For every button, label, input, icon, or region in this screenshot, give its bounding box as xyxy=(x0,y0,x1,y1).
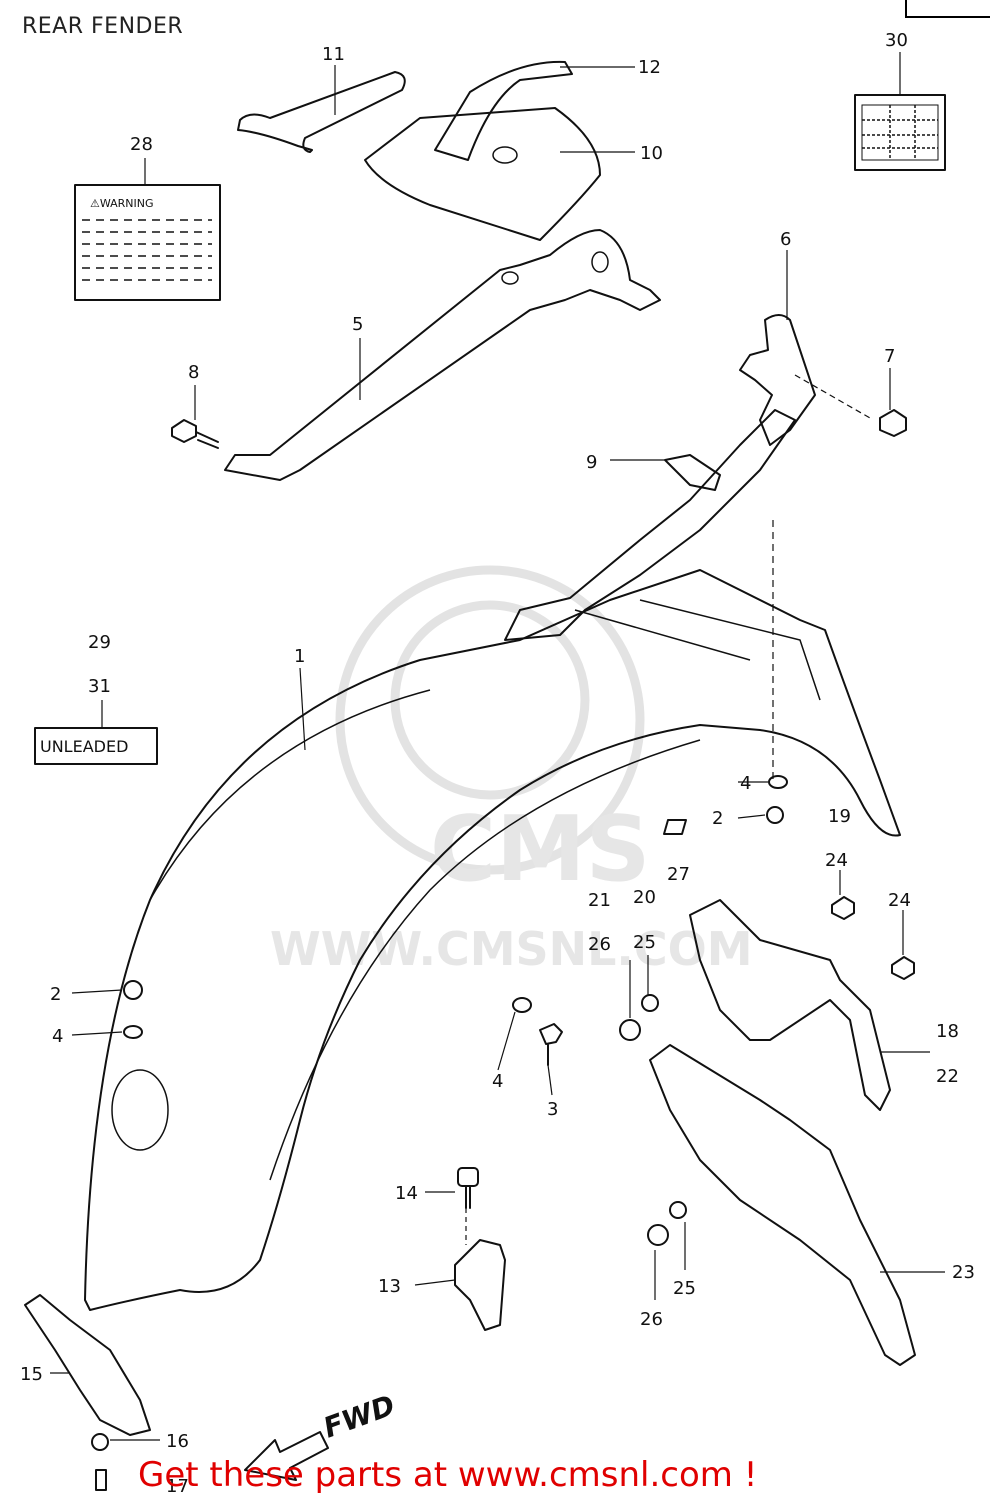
unleaded-label-text: UNLEADED xyxy=(40,737,128,756)
callout-17: 17 xyxy=(166,1476,189,1497)
part-23-chainguard xyxy=(649,1044,916,1366)
callout-20: 20 xyxy=(633,887,656,908)
callout-12: 12 xyxy=(638,57,661,78)
hardware-group xyxy=(91,775,915,1491)
callout-22: 22 xyxy=(936,1066,959,1087)
info-label-part xyxy=(854,94,946,171)
part-5-bracket xyxy=(224,229,661,481)
callout-21: 21 xyxy=(588,890,611,911)
part-14-bolt xyxy=(457,1167,479,1209)
callout-13: 13 xyxy=(378,1276,401,1297)
fwd-label: FWD xyxy=(319,1389,399,1445)
callout-15: 15 xyxy=(20,1364,43,1385)
callout-24-a: 24 xyxy=(825,850,848,871)
corner-frame xyxy=(905,0,990,18)
callout-3: 3 xyxy=(547,1099,558,1120)
callout-25-a: 25 xyxy=(633,932,656,953)
callout-26-a: 26 xyxy=(588,934,611,955)
callout-16: 16 xyxy=(166,1431,189,1452)
callout-24-b: 24 xyxy=(888,890,911,911)
callout-6: 6 xyxy=(780,229,791,250)
callout-4-mid: 4 xyxy=(492,1071,503,1092)
part-6-stay xyxy=(739,314,816,446)
callout-26-b: 26 xyxy=(640,1309,663,1330)
callout-9: 9 xyxy=(586,452,597,473)
callout-30: 30 xyxy=(885,30,908,51)
leader-lines xyxy=(50,52,945,1441)
part-1-rear-fender xyxy=(84,569,901,1311)
callouts: 11 12 10 28 30 5 6 7 8 9 29 31 1 2 4 4 3… xyxy=(20,30,975,1497)
callout-31: 31 xyxy=(88,676,111,697)
footer-banner: Get these parts at www.cmsnl.com ! xyxy=(138,1455,758,1495)
watermark: CMS WWW.CMSNL.COM xyxy=(270,565,753,976)
callout-14: 14 xyxy=(395,1183,418,1204)
part-9-rail xyxy=(504,409,796,641)
callout-8: 8 xyxy=(188,362,199,383)
callout-25-b: 25 xyxy=(673,1278,696,1299)
watermark-url: WWW.CMSNL.COM xyxy=(270,922,753,976)
callout-28: 28 xyxy=(130,134,153,155)
part-15-bracket xyxy=(24,1294,151,1436)
callout-7: 7 xyxy=(884,346,895,367)
callout-29: 29 xyxy=(88,632,111,653)
warning-label-part: ⚠WARNING xyxy=(74,184,221,301)
callout-4-left: 4 xyxy=(52,1026,63,1047)
part-12-strap xyxy=(434,60,573,161)
page-title: REAR FENDER xyxy=(22,14,184,39)
callout-19: 19 xyxy=(828,806,851,827)
watermark-logo: CMS xyxy=(430,797,650,902)
callout-1: 1 xyxy=(294,646,305,667)
callout-4-right: 4 xyxy=(740,773,751,794)
callout-10: 10 xyxy=(640,143,663,164)
part-7-bolt xyxy=(794,374,907,437)
part-13-clamp xyxy=(454,1239,506,1331)
callout-23: 23 xyxy=(952,1262,975,1283)
callout-5: 5 xyxy=(352,314,363,335)
callout-2-right: 2 xyxy=(712,808,723,829)
callout-18: 18 xyxy=(936,1021,959,1042)
callout-2-left: 2 xyxy=(50,984,61,1005)
part-8-bolt xyxy=(171,419,219,449)
callout-27: 27 xyxy=(667,864,690,885)
unleaded-label-part: UNLEADED xyxy=(34,727,158,765)
part-11-grip xyxy=(237,71,406,153)
part-18-bracket xyxy=(689,899,891,1111)
warning-label-text: ⚠WARNING xyxy=(90,197,154,210)
part-10-cover xyxy=(364,107,601,241)
callout-11: 11 xyxy=(322,44,345,65)
part-9-plate xyxy=(664,454,721,491)
